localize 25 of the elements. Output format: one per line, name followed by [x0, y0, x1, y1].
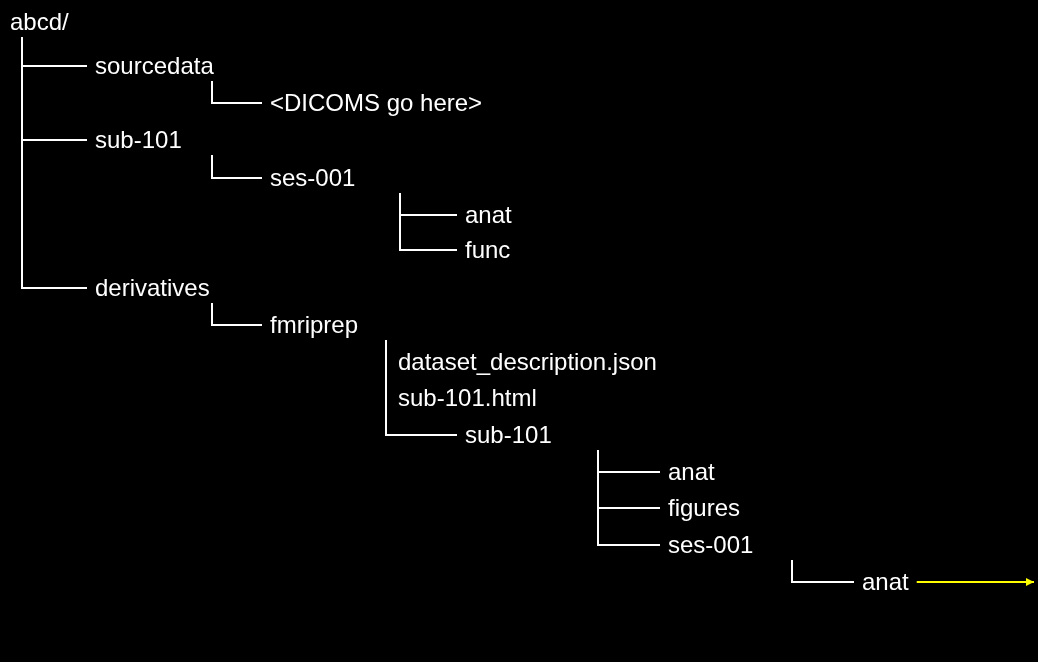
tree-connector [791, 559, 855, 583]
folder-name: figures [660, 493, 741, 523]
tree-connector [385, 339, 458, 436]
folder-name: func [457, 235, 511, 265]
folder-name: <DICOMS go here> [262, 88, 483, 118]
file-name: sub-101.html [398, 383, 537, 413]
folder-name: sub-101 [87, 125, 220, 155]
folder-name: anat [457, 200, 512, 230]
tree-connector [211, 154, 263, 179]
tree-connector [597, 449, 661, 546]
folder-name: derivatives [87, 273, 210, 303]
arrow [915, 578, 1035, 586]
folder-name: abcd/ [2, 7, 69, 37]
folder-name: ses-001 [262, 163, 410, 193]
folder-name: ses-001 [660, 530, 798, 560]
folder-name: anat [660, 457, 715, 487]
tree-connector [21, 36, 88, 289]
tree-connector [211, 302, 263, 326]
folder-name: anat [854, 567, 909, 597]
tree-connector [399, 192, 458, 251]
folder-name: sourcedata [87, 51, 220, 81]
file-name: dataset_description.json [398, 347, 657, 377]
folder-name: sub-101 [457, 420, 605, 450]
folder-name: fmriprep [262, 310, 410, 340]
tree-connector [211, 80, 263, 104]
